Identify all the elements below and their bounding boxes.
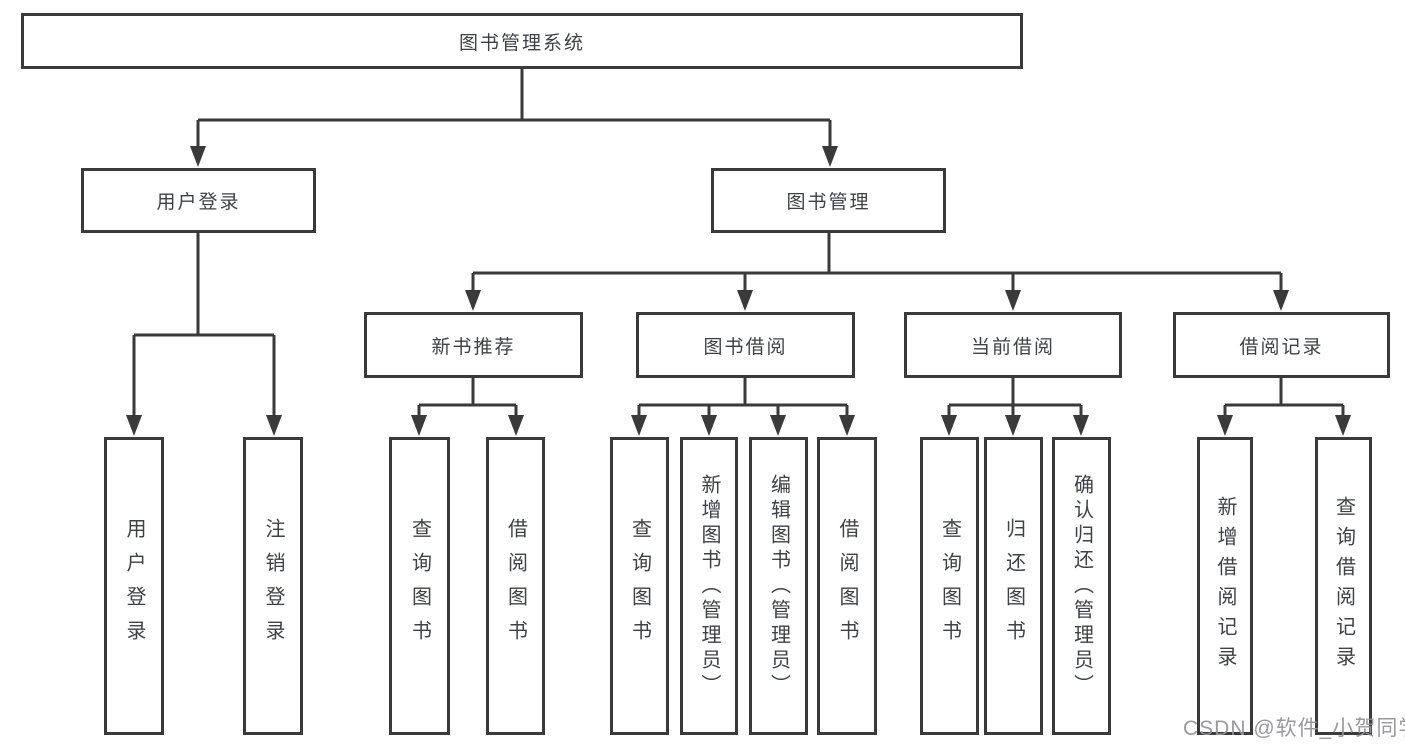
node-new-book-recommend: 新书推荐 xyxy=(364,312,583,378)
node-confirm-return-admin: 确认归还（管理员） xyxy=(1052,437,1111,735)
node-logout: 注销登录 xyxy=(243,437,303,735)
node-label: 借阅图书 xyxy=(836,518,858,654)
node-borrow-books-recommend: 借阅图书 xyxy=(486,437,545,735)
node-library-system: 图书管理系统 xyxy=(21,13,1023,69)
node-book-management: 图书管理 xyxy=(711,168,946,233)
node-label: 用户登录 xyxy=(123,518,145,654)
node-label: 查询图书 xyxy=(938,518,961,654)
node-label: 当前借阅 xyxy=(970,336,1055,358)
node-add-borrow-record: 新增借阅记录 xyxy=(1197,437,1253,735)
node-label: 查询图书 xyxy=(408,518,431,654)
node-label: 用户登录 xyxy=(156,192,241,213)
node-label: 图书管理系统 xyxy=(458,32,585,54)
node-borrow-books: 借阅图书 xyxy=(817,437,877,735)
node-label: 新书推荐 xyxy=(431,336,516,358)
node-query-books-borrowing: 查询图书 xyxy=(610,437,669,735)
node-label: 归还图书 xyxy=(1002,518,1025,654)
node-query-books-recommend: 查询图书 xyxy=(389,437,450,735)
node-add-books-admin: 新增图书（管理员） xyxy=(680,437,738,735)
node-label: 图书管理 xyxy=(786,192,871,213)
node-label: 编辑图书（管理员） xyxy=(767,473,790,699)
node-label: 查询图书 xyxy=(628,518,651,654)
csdn-watermark: CSDN @软件_小贺同学 xyxy=(1183,717,1405,740)
node-label: 新增图书（管理员） xyxy=(698,473,720,699)
node-label: 新增借阅记录 xyxy=(1214,496,1236,676)
node-edit-books-admin: 编辑图书（管理员） xyxy=(749,437,808,735)
node-label: 确认归还（管理员） xyxy=(1070,473,1093,699)
node-return-books: 归还图书 xyxy=(984,437,1043,735)
node-user-login-leaf: 用户登录 xyxy=(104,437,164,735)
node-label: 注销登录 xyxy=(262,518,284,654)
node-label: 查询借阅记录 xyxy=(1332,496,1355,676)
node-book-borrowing: 图书借阅 xyxy=(636,312,855,378)
node-query-borrow-record: 查询借阅记录 xyxy=(1315,437,1372,735)
node-user-login: 用户登录 xyxy=(81,168,316,233)
node-label: 借阅记录 xyxy=(1239,336,1324,358)
node-query-books-current: 查询图书 xyxy=(920,437,979,735)
node-current-borrowing: 当前借阅 xyxy=(904,312,1122,378)
node-borrowing-records: 借阅记录 xyxy=(1173,312,1390,378)
arrowheads xyxy=(126,146,1351,436)
node-label: 借阅图书 xyxy=(504,518,527,654)
node-label: 图书借阅 xyxy=(703,336,788,358)
